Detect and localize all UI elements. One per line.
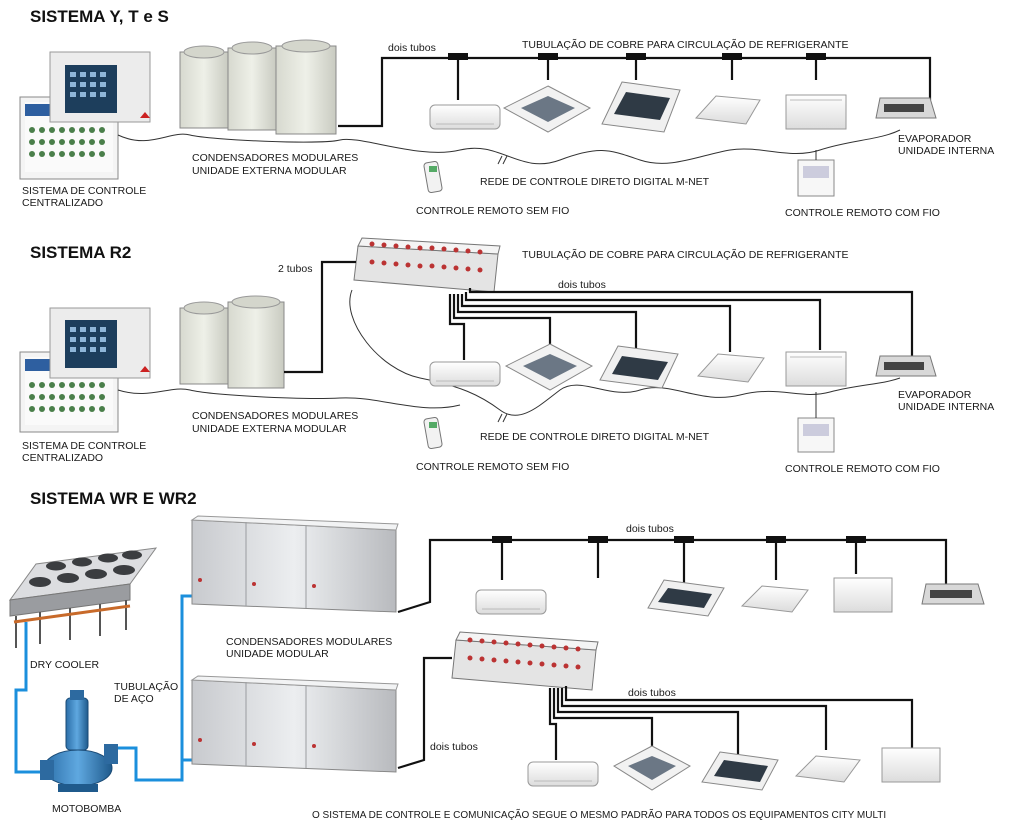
control-cable bbox=[117, 129, 901, 165]
floor-unit-icon bbox=[785, 351, 847, 387]
floor-unit-icon bbox=[881, 747, 941, 783]
evaporator-label-line2: UNIDADE INTERNA bbox=[898, 145, 994, 157]
water-pipe bbox=[14, 594, 192, 782]
wireless-remote-icon bbox=[423, 160, 443, 194]
ceiling-unit-icon bbox=[794, 755, 861, 783]
remote-wired-label: CONTROLE REMOTO COM FIO bbox=[785, 207, 940, 219]
condenser-icon bbox=[190, 675, 399, 773]
dry-cooler-icon bbox=[8, 547, 158, 648]
wall-unit-icon bbox=[429, 104, 501, 130]
ceiling-unit-icon bbox=[740, 585, 809, 613]
refrigerant-pipe-branches bbox=[456, 58, 818, 100]
pipe-junctions bbox=[492, 536, 866, 543]
condenser-icon bbox=[179, 295, 285, 389]
duct-unit-icon bbox=[921, 583, 985, 605]
pipe-label-left: dois tubos bbox=[430, 741, 478, 753]
refrigerant-pipe-in bbox=[397, 656, 452, 770]
wall-unit-icon bbox=[527, 761, 599, 787]
central-control-label-line2: CENTRALIZADO bbox=[22, 197, 103, 209]
pipe-label-in: 2 tubos bbox=[278, 263, 312, 275]
pipe-label-main: TUBULAÇÃO DE COBRE PARA CIRCULAÇÃO DE RE… bbox=[522, 38, 849, 51]
cassette-unit-icon bbox=[601, 81, 681, 133]
section-title: SISTEMA WR E WR2 bbox=[30, 489, 197, 508]
wall-unit-icon bbox=[475, 589, 547, 615]
bc-controller-icon bbox=[451, 631, 599, 691]
condenser-label-line2: UNIDADE EXTERNA MODULAR bbox=[192, 165, 347, 177]
wired-remote-icon bbox=[797, 159, 835, 197]
wireless-remote-icon bbox=[423, 416, 443, 450]
condenser-label-line1: CONDENSADORES MODULARES bbox=[192, 152, 358, 164]
duct-unit-icon bbox=[875, 355, 937, 377]
cassette-unit-icon bbox=[647, 579, 725, 617]
duct-unit-icon bbox=[875, 97, 937, 119]
cassette-unit-icon bbox=[599, 345, 679, 389]
section-wr: SISTEMA WR E WR2 DRY COOLER TUBULAÇÃO DE… bbox=[8, 489, 985, 821]
pipe-label-mid: dois tubos bbox=[628, 687, 676, 699]
cassette-unit-icon bbox=[504, 343, 594, 391]
refrigerant-pipe-branches bbox=[500, 540, 858, 586]
floor-unit-icon bbox=[833, 577, 893, 613]
condenser-label-line2: UNIDADE EXTERNA MODULAR bbox=[192, 423, 347, 435]
floor-unit-icon bbox=[785, 94, 847, 130]
bc-controller-icon bbox=[353, 237, 501, 293]
wired-remote-icon bbox=[797, 417, 835, 453]
section-r2: SISTEMA R2 SISTEMA DE CONTROLE CENTRALIZ… bbox=[19, 237, 994, 475]
cable-break-mark bbox=[497, 155, 508, 165]
evaporator-label-line1: EVAPORADOR bbox=[898, 389, 972, 401]
condenser-label-line1: CONDENSADORES MODULARES bbox=[226, 636, 392, 648]
condenser-icon bbox=[179, 39, 337, 135]
evaporator-label-line2: UNIDADE INTERNA bbox=[898, 401, 994, 413]
central-control-label-line2: CENTRALIZADO bbox=[22, 452, 103, 464]
refrigerant-pipe-main bbox=[338, 56, 932, 128]
refrigerant-pipe-branches bbox=[448, 288, 914, 360]
pipe-label-short: dois tubos bbox=[558, 279, 606, 291]
control-cable bbox=[117, 289, 901, 416]
section-title: SISTEMA R2 bbox=[30, 243, 131, 262]
condenser-icon bbox=[190, 515, 399, 613]
steel-pipe-label-line2: DE AÇO bbox=[114, 693, 154, 705]
refrigerant-pipe-branches bbox=[548, 686, 914, 760]
mnet-label: REDE DE CONTROLE DIRETO DIGITAL M-NET bbox=[480, 431, 710, 443]
pipe-junctions bbox=[448, 53, 826, 60]
pipe-label-top: dois tubos bbox=[626, 523, 674, 535]
ceiling-unit-icon bbox=[696, 353, 765, 383]
pump-label: MOTOBOMBA bbox=[52, 803, 121, 815]
pipe-label-short: dois tubos bbox=[388, 42, 436, 54]
central-control-label-line1: SISTEMA DE CONTROLE bbox=[22, 185, 146, 197]
cassette-unit-icon bbox=[502, 85, 592, 133]
ceiling-unit-icon bbox=[694, 95, 761, 125]
pump-icon bbox=[40, 690, 118, 792]
wall-unit-icon bbox=[429, 361, 501, 387]
condenser-label-line1: CONDENSADORES MODULARES bbox=[192, 410, 358, 422]
condenser-label-line2: UNIDADE MODULAR bbox=[226, 648, 329, 660]
cable-break-mark bbox=[497, 413, 508, 423]
steel-pipe-label-line1: TUBULAÇÃO bbox=[114, 680, 178, 693]
cassette-unit-icon bbox=[613, 745, 691, 791]
section-ytes: SISTEMA Y, T e S SISTEMA DE CONTROLE CEN… bbox=[19, 7, 994, 219]
footer-note: O SISTEMA DE CONTROLE E COMUNICAÇÃO SEGU… bbox=[312, 808, 886, 821]
refrigerant-pipe-in bbox=[284, 260, 356, 374]
refrigerant-pipe-main bbox=[397, 538, 948, 614]
central-controller-icon bbox=[19, 51, 151, 180]
cassette-unit-icon bbox=[701, 751, 779, 791]
evaporator-label-line1: EVAPORADOR bbox=[898, 133, 972, 145]
central-controller-icon bbox=[19, 307, 151, 433]
central-control-label-line1: SISTEMA DE CONTROLE bbox=[22, 440, 146, 452]
remote-wired-label: CONTROLE REMOTO COM FIO bbox=[785, 463, 940, 475]
remote-wireless-label: CONTROLE REMOTO SEM FIO bbox=[416, 205, 569, 217]
remote-wireless-label: CONTROLE REMOTO SEM FIO bbox=[416, 461, 569, 473]
pipe-label-main: TUBULAÇÃO DE COBRE PARA CIRCULAÇÃO DE RE… bbox=[522, 248, 849, 261]
section-title: SISTEMA Y, T e S bbox=[30, 7, 169, 26]
mnet-label: REDE DE CONTROLE DIRETO DIGITAL M-NET bbox=[480, 176, 710, 188]
dry-cooler-label: DRY COOLER bbox=[30, 659, 99, 671]
